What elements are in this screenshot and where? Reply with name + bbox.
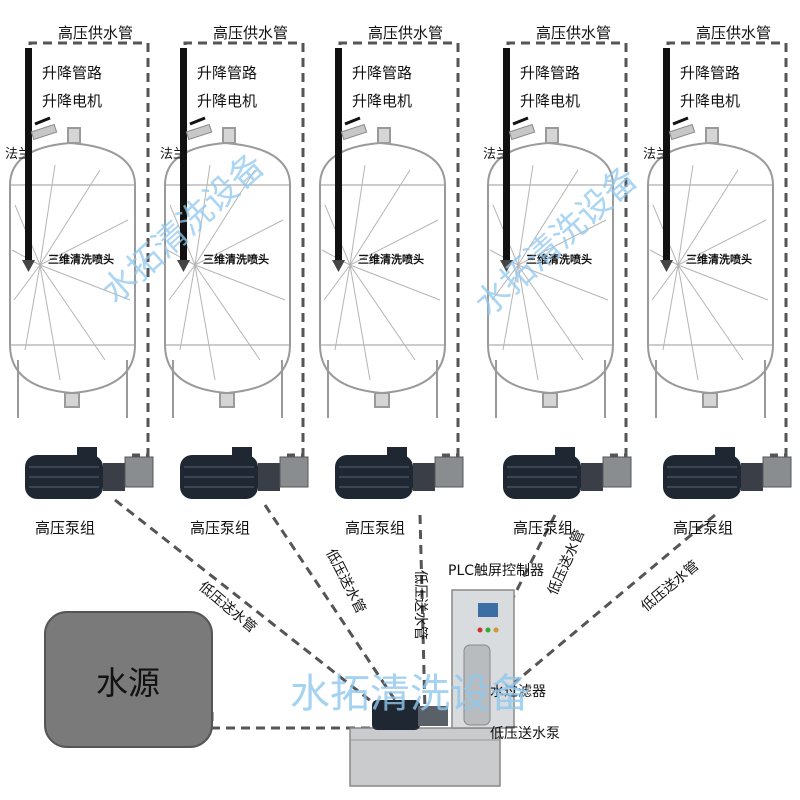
flange-2 — [185, 123, 213, 141]
lift-pipe-3 — [335, 48, 342, 260]
flange-label-4: 法兰 — [483, 147, 509, 162]
lift-motor-label-4: 升降电机 — [520, 92, 580, 110]
flange-3 — [340, 123, 368, 141]
spray-nozzle-4 — [500, 260, 513, 272]
nozzle-label-4: 三维清洗喷头 — [526, 252, 592, 266]
low-pressure-pipe-label-5: 低压送水管 — [638, 558, 702, 615]
spray-nozzle-5 — [660, 260, 673, 272]
spray-pattern-1 — [11, 164, 131, 381]
low-pressure-pipe-label-2: 低压送水管 — [322, 547, 368, 617]
pump-label-3: 高压泵组 — [345, 519, 405, 537]
low-pressure-pipe-5 — [469, 513, 716, 722]
lift-motor-label-3: 升降电机 — [352, 92, 412, 110]
lift-motor-label-2: 升降电机 — [197, 92, 257, 110]
supply-label-2: 高压供水管 — [213, 24, 288, 42]
pump-label-2: 高压泵组 — [190, 519, 250, 537]
nozzle-label-2: 三维清洗喷头 — [203, 252, 269, 266]
lift-pipe-2 — [180, 48, 187, 260]
flange-1 — [30, 123, 58, 141]
lift-motor-marker-5 — [672, 116, 689, 126]
filter-housing — [463, 644, 491, 726]
lift-motor-marker-4 — [512, 116, 529, 126]
supply-label-1: 高压供水管 — [58, 24, 133, 42]
tank-vessel-5 — [647, 127, 774, 418]
watermark-2: 水拓清洗设备 — [467, 158, 645, 324]
flange-label-2: 法兰 — [160, 147, 186, 162]
low-pressure-pipe-2 — [263, 504, 407, 716]
lift-pipe-label-2: 升降管路 — [197, 64, 257, 82]
spray-nozzle-1 — [22, 260, 35, 272]
low-pressure-pump-body — [372, 700, 420, 730]
spray-pattern-2 — [166, 164, 286, 381]
plc-screen — [478, 603, 498, 617]
supply-label-3: 高压供水管 — [368, 24, 443, 42]
filter-label: 水过滤器 — [490, 684, 546, 700]
high-pressure-pump-1 — [25, 447, 154, 499]
low-pressure-pump-label: 低压送水泵 — [490, 726, 560, 742]
nozzle-label-1: 三维清洗喷头 — [48, 252, 114, 266]
lift-pipe-label-3: 升降管路 — [352, 64, 412, 82]
lift-pipe-5 — [663, 48, 670, 260]
base-frame — [349, 727, 501, 787]
lift-motor-marker-1 — [34, 116, 51, 126]
nozzle-label-3: 三维清洗喷头 — [358, 252, 424, 266]
spray-nozzle-3 — [332, 260, 345, 272]
lift-pipe-label-5: 升降管路 — [680, 64, 740, 82]
supply-label-4: 高压供水管 — [536, 24, 611, 42]
high-pressure-pump-5 — [663, 447, 792, 499]
flange-4 — [508, 123, 536, 141]
water-source-label: 水源 — [96, 664, 160, 702]
lift-pipe-1 — [25, 48, 32, 260]
flange-label-1: 法兰 — [5, 147, 31, 162]
lift-motor-label-5: 升降电机 — [680, 92, 740, 110]
tank-vessel-3 — [319, 127, 446, 418]
lift-motor-label-1: 升降电机 — [42, 92, 102, 110]
plc-label: PLC触屏控制器 — [448, 563, 544, 579]
flange-5 — [668, 123, 696, 141]
flange-label-5: 法兰 — [643, 147, 669, 162]
high-pressure-pump-2 — [180, 447, 309, 499]
lift-motor-marker-2 — [189, 116, 206, 126]
high-pressure-pump-3 — [335, 447, 464, 499]
spray-pattern-3 — [321, 164, 441, 381]
lift-motor-marker-3 — [344, 116, 361, 126]
supply-label-5: 高压供水管 — [696, 24, 771, 42]
watermark-3: 水拓清洗设备 — [290, 671, 530, 717]
water-source: 水源 — [44, 611, 213, 748]
spray-nozzle-2 — [177, 260, 190, 272]
pump-label-4: 高压泵组 — [513, 519, 573, 537]
central-unit — [349, 589, 515, 787]
lift-pipe-label-1: 升降管路 — [42, 64, 102, 82]
pump-label-1: 高压泵组 — [35, 519, 95, 537]
lift-pipe-4 — [503, 48, 510, 260]
high-pressure-pump-4 — [503, 447, 632, 499]
low-pressure-pipe-label-4: 低压送水管 — [545, 527, 588, 597]
nozzle-label-5: 三维清洗喷头 — [686, 252, 752, 266]
lift-pipe-label-4: 升降管路 — [520, 64, 580, 82]
low-pressure-pipe-label-3: 低压送水管 — [412, 570, 428, 640]
tank-vessel-1 — [9, 127, 136, 418]
pump-label-5: 高压泵组 — [673, 519, 733, 537]
low-pressure-pipe-3 — [418, 514, 427, 713]
